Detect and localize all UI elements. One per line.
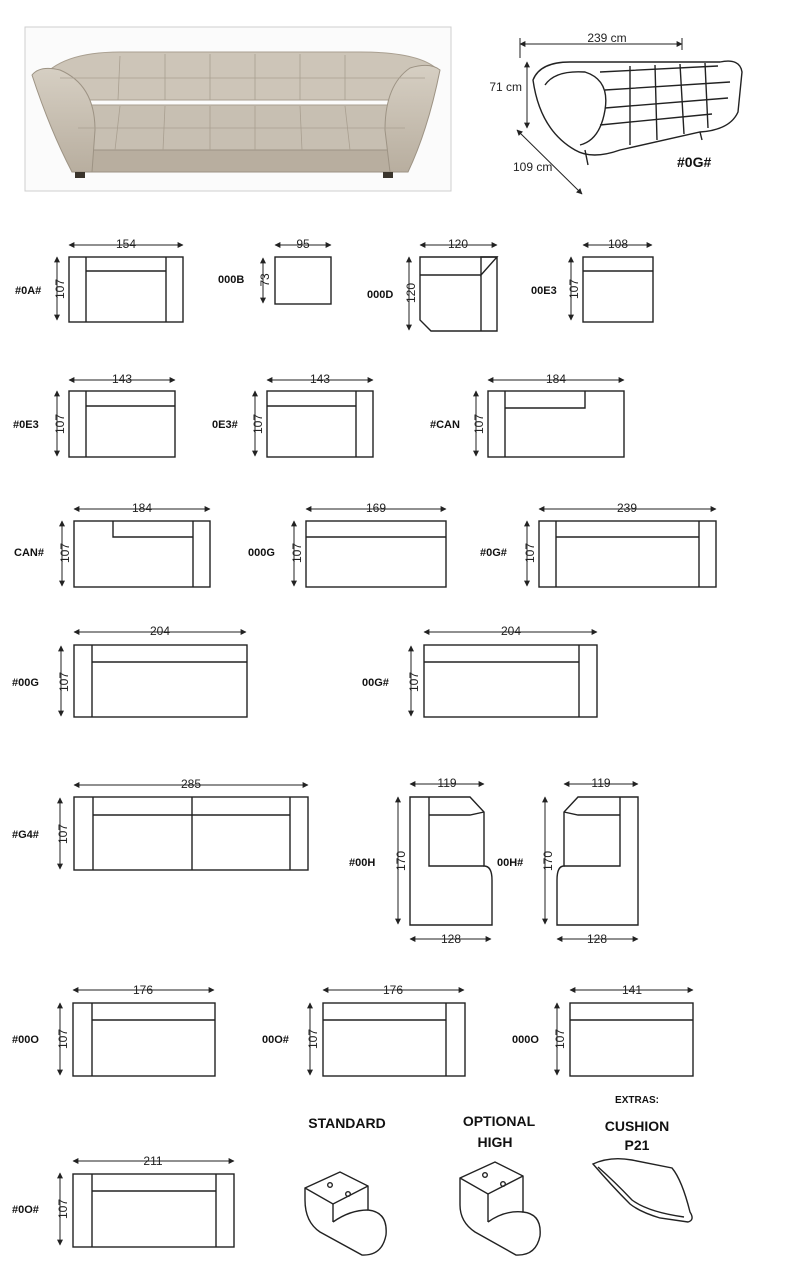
module-width: 119 (591, 776, 610, 790)
module-width: 169 (366, 501, 386, 515)
module-width: 143 (310, 372, 330, 386)
optional-foot-label-1: OPTIONAL (463, 1113, 536, 1129)
module-code: #00O (12, 1034, 39, 1046)
optional-foot-label-2: HIGH (478, 1134, 513, 1150)
module-g4: #G4# 107 285 (12, 777, 309, 871)
module-width: 119 (437, 776, 456, 790)
module-can-left: #CAN 107 184 (430, 372, 625, 458)
module-code: 000O (512, 1034, 539, 1046)
module-00h-left: #00H 170 119 128 (349, 776, 493, 946)
module-0e3-left: #0E3 107 143 (13, 372, 176, 458)
module-depth: 73 (258, 273, 272, 287)
module-can-right: CAN# 107 184 (14, 501, 211, 588)
module-depth: 107 (53, 414, 67, 434)
sofa-dimension-sketch: 239 cm 71 cm 109 cm #0G# (489, 31, 743, 195)
module-depth: 107 (407, 672, 421, 692)
sofa-code-label: #0G# (677, 154, 711, 170)
module-width: 176 (383, 983, 403, 997)
module-depth: 107 (567, 279, 581, 299)
module-width: 204 (501, 624, 521, 638)
cushion-label-2: P21 (625, 1137, 650, 1153)
module-width: 141 (622, 983, 642, 997)
module-depth: 107 (57, 672, 71, 692)
module-000g: 000G 107 169 (248, 501, 447, 588)
module-width: 108 (608, 237, 628, 251)
module-width: 120 (448, 237, 468, 251)
module-depth: 107 (553, 1029, 567, 1049)
standard-foot-label: STANDARD (308, 1115, 386, 1131)
module-00o-right: 00O# 107 176 (262, 983, 466, 1077)
module-width: 211 (143, 1154, 162, 1168)
module-depth: 107 (53, 279, 67, 299)
module-0a: #0A# 107 154 (15, 237, 184, 323)
module-width: 95 (296, 237, 310, 251)
module-code: 000B (218, 274, 244, 286)
module-width: 176 (133, 983, 153, 997)
module-depth: 107 (56, 1199, 70, 1219)
module-depth: 170 (541, 851, 555, 871)
module-code: #00H (349, 857, 375, 869)
module-width: 184 (546, 372, 566, 386)
module-width-bottom: 128 (587, 932, 607, 946)
module-code: #00G (12, 677, 39, 689)
module-code: #0A# (15, 285, 41, 297)
module-code: #0G# (480, 547, 507, 559)
module-code: 00E3 (531, 285, 557, 297)
module-0e3-right: 0E3# 107 143 (212, 372, 374, 458)
optional-high-foot: OPTIONAL HIGH (459, 1113, 541, 1256)
module-depth: 107 (56, 824, 70, 844)
module-0o: #0O# 107 211 (12, 1154, 235, 1248)
module-code: 000D (367, 289, 393, 301)
module-00o-left: #00O 107 176 (12, 983, 216, 1077)
module-code: #G4# (12, 829, 39, 841)
standard-foot-icon (304, 1171, 387, 1256)
module-width-bottom: 128 (441, 932, 461, 946)
cushion-icon (591, 1157, 693, 1223)
module-000d: 000D 120 120 (367, 237, 499, 332)
module-width: 285 (181, 777, 201, 791)
module-code: #CAN (430, 419, 460, 431)
module-depth: 107 (306, 1029, 320, 1049)
module-code: 00G# (362, 677, 389, 689)
sofa-height-label: 71 cm (489, 80, 522, 94)
module-depth: 107 (56, 1029, 70, 1049)
module-depth: 107 (251, 414, 265, 434)
module-code: 000G (248, 547, 275, 559)
module-000o: 000O 107 141 (512, 983, 694, 1077)
module-depth: 107 (523, 543, 537, 563)
module-code: CAN# (14, 547, 44, 559)
module-depth: 170 (394, 851, 408, 871)
module-depth: 107 (58, 543, 72, 563)
module-width: 204 (150, 624, 170, 638)
module-depth: 120 (404, 283, 418, 303)
module-00g-right: 00G# 107 204 (362, 624, 598, 718)
module-depth: 107 (472, 414, 486, 434)
standard-foot: STANDARD (304, 1115, 387, 1256)
module-width: 184 (132, 501, 152, 515)
extras-title: EXTRAS: (615, 1095, 659, 1106)
sofa-photo (24, 26, 452, 192)
module-000b: 000B 73 95 (218, 237, 332, 305)
module-code: 00O# (262, 1034, 289, 1046)
optional-high-foot-icon (459, 1161, 541, 1256)
sofa-width-label: 239 cm (587, 31, 626, 45)
extras-cushion: EXTRAS: CUSHION P21 (591, 1095, 693, 1223)
module-depth: 107 (290, 543, 304, 563)
module-width: 143 (112, 372, 132, 386)
module-00g-left: #00G 107 204 (12, 624, 248, 718)
module-00e3: 00E3 107 108 (531, 237, 654, 323)
module-width: 239 (617, 501, 637, 515)
module-code: 00H# (497, 857, 523, 869)
module-00h-right: 00H# 170 119 128 (497, 776, 639, 946)
module-0g: #0G# 107 239 (480, 501, 717, 588)
cushion-label-1: CUSHION (605, 1118, 670, 1134)
module-code: 0E3# (212, 419, 238, 431)
sofa-depth-label: 109 cm (513, 160, 552, 174)
module-code: #0E3 (13, 419, 39, 431)
module-code: #0O# (12, 1204, 39, 1216)
module-width: 154 (116, 237, 136, 251)
